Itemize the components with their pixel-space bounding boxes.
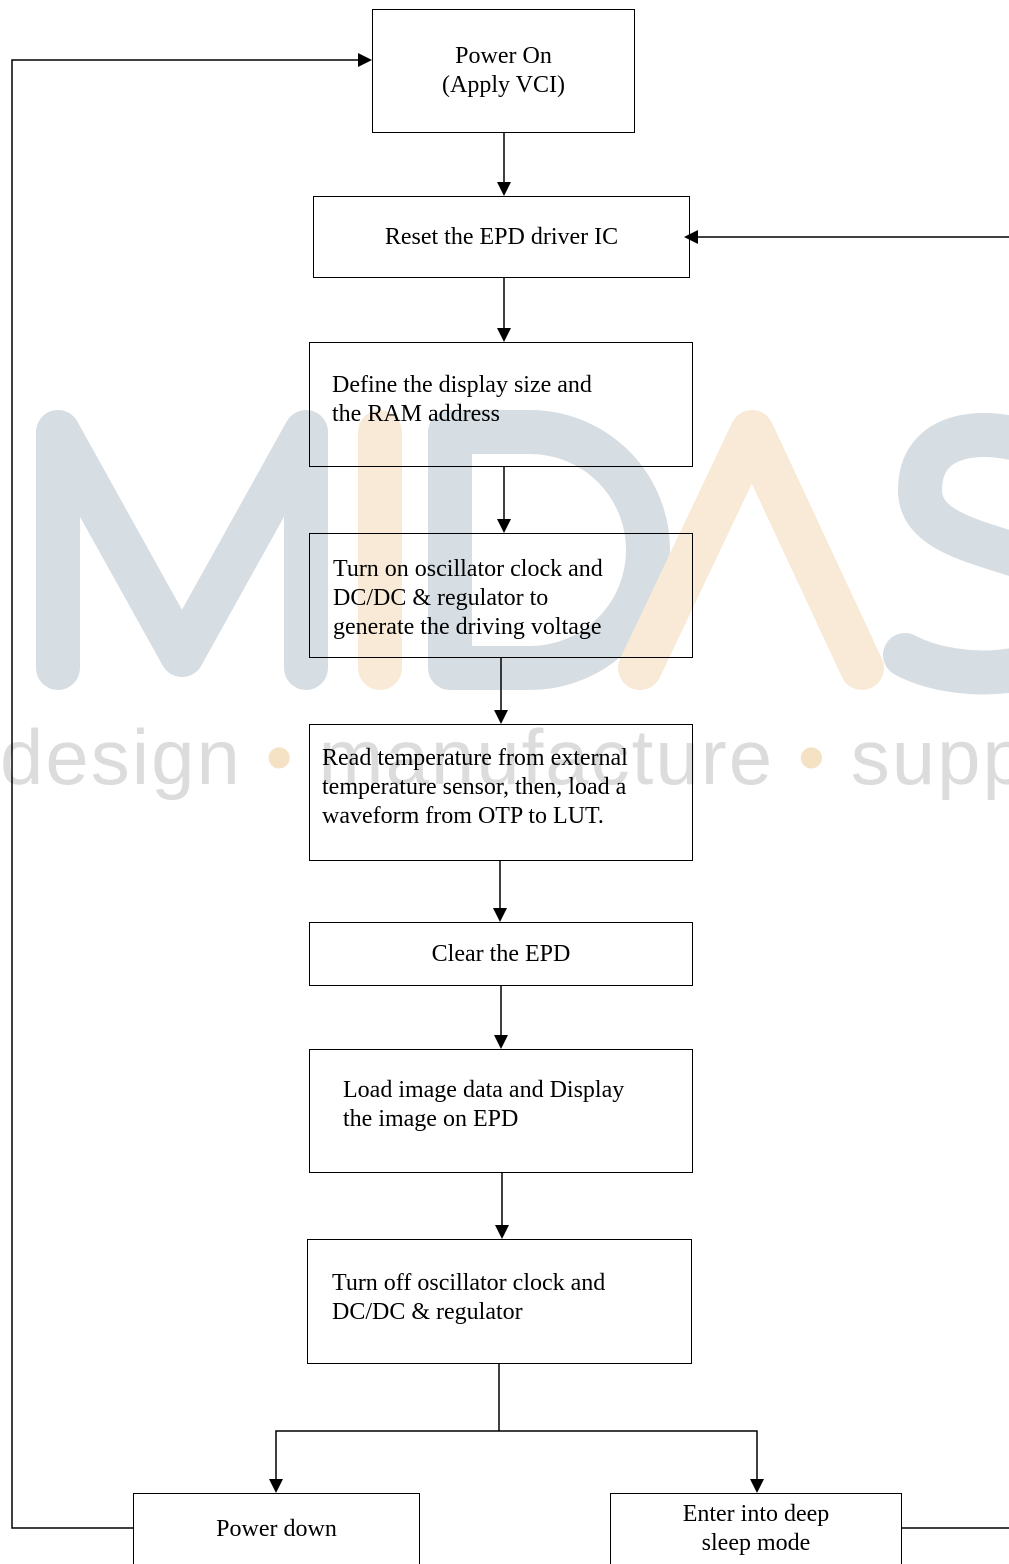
loop-powerdown-to-poweron xyxy=(11,53,372,1529)
step-define-display: Define the display size and the RAM addr… xyxy=(309,342,693,467)
arrow-to-power-down xyxy=(269,1430,499,1493)
step-text: Define the display size and xyxy=(332,371,592,398)
step-text: Load image data and Display xyxy=(343,1077,625,1104)
step-clear-epd: Clear the EPD xyxy=(309,922,693,986)
step-text: the image on EPD xyxy=(343,1106,519,1132)
step-text: (Apply VCI) xyxy=(442,72,565,98)
step-turn-off-oscillator: Turn off oscillator clock and DC/DC & re… xyxy=(307,1239,692,1364)
watermark-tagline: design • manufacture • supply xyxy=(0,718,1009,796)
step-text: generate the driving voltage xyxy=(333,613,602,640)
watermark-letter-d xyxy=(428,410,670,690)
step-text: Reset the EPD driver IC xyxy=(384,223,619,250)
arrow-to-deep-sleep xyxy=(499,1430,764,1493)
step-text: Clear the EPD xyxy=(431,940,571,967)
tagline-dot: • xyxy=(797,713,828,801)
tagline-dot: • xyxy=(265,713,295,801)
step-text: temperature sensor, then, load a xyxy=(322,774,627,801)
watermark-letter-a xyxy=(618,410,884,690)
watermark-letter-m xyxy=(36,410,328,690)
step-power-on: Power On (Apply VCI) xyxy=(372,9,635,133)
tagline-word-manufacture: manufacture xyxy=(318,713,775,801)
step-text: Turn off oscillator clock and xyxy=(332,1269,606,1296)
step-text: Turn on oscillator clock and xyxy=(333,556,603,583)
step-text: Power down xyxy=(216,1515,337,1542)
step-text: Power On xyxy=(455,43,552,70)
step-text: DC/DC & regulator xyxy=(332,1298,523,1325)
step-text: DC/DC & regulator to xyxy=(333,585,549,612)
step-turn-on-oscillator: Turn on oscillator clock and DC/DC & reg… xyxy=(309,533,693,658)
step-text: Read temperature from external xyxy=(322,745,628,772)
step-text: sleep mode xyxy=(701,1530,811,1556)
step-reset-driver: Reset the EPD driver IC xyxy=(313,196,690,278)
tagline-word-supply: supply xyxy=(850,713,1009,801)
step-text: the RAM address xyxy=(332,400,500,427)
step-deep-sleep: Enter into deep sleep mode xyxy=(610,1493,902,1564)
step-text: Enter into deep xyxy=(682,1501,830,1528)
tagline-word-design: design xyxy=(0,713,242,801)
watermark-letter-s xyxy=(883,413,1009,695)
step-text: waveform from OTP to LUT. xyxy=(322,802,604,829)
step-read-temperature: Read temperature from external temperatu… xyxy=(309,724,693,861)
step-power-down: Power down xyxy=(133,1493,420,1564)
step-load-image: Load image data and Display the image on… xyxy=(309,1049,693,1173)
